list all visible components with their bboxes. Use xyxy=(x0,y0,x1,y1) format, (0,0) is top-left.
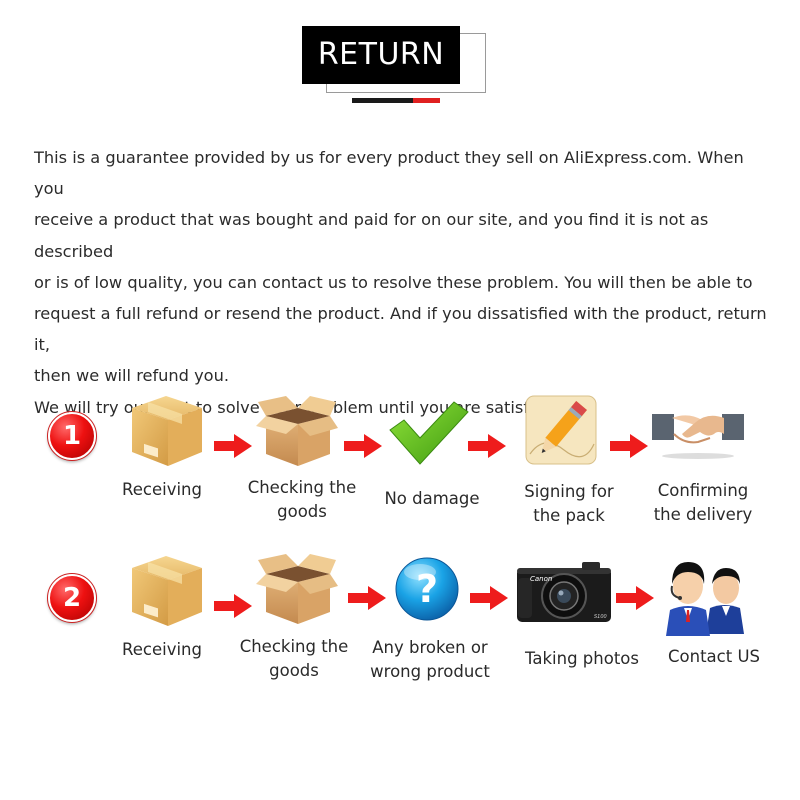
step-label: Receiving xyxy=(110,478,214,502)
guarantee-line: receive a product that was bought and pa… xyxy=(34,210,709,261)
step-label-line: Any broken or xyxy=(372,638,488,657)
step-label-line: No damage xyxy=(384,489,480,508)
support-agent-back xyxy=(706,568,744,634)
check-mark-icon xyxy=(389,401,469,465)
step-label: Taking photos xyxy=(514,647,650,671)
underline-dark-segment xyxy=(352,98,413,103)
step-label-line: Checking the xyxy=(239,637,349,656)
customer-support-icon xyxy=(666,562,744,636)
signing-pencil-icon xyxy=(525,395,597,465)
camera-icon: Canon S100 xyxy=(517,562,611,622)
step-label: Any broken or wrong product xyxy=(364,636,496,684)
step-label-line: goods xyxy=(269,661,319,680)
open-box-icon xyxy=(256,396,338,466)
support-agent-front xyxy=(666,562,710,636)
step-label-line: the pack xyxy=(533,506,605,525)
flow-arrow-icon xyxy=(468,434,506,458)
guarantee-line: then we will refund you. xyxy=(34,366,229,386)
flow-arrow-icon xyxy=(610,434,648,458)
header-title: RETURN xyxy=(302,26,460,84)
guarantee-line: This is a guarantee provided by us for e… xyxy=(34,148,744,199)
process-row-2: 2 ? Canon S100 xyxy=(0,548,800,698)
closed-box-icon xyxy=(132,396,202,466)
flow-arrow-icon xyxy=(214,434,252,458)
flow-arrow-icon xyxy=(616,586,654,610)
step-label-line: Confirming xyxy=(657,481,749,500)
step-number-badge: 2 xyxy=(47,573,97,623)
step-label-line: Receiving xyxy=(122,480,202,499)
flow-arrow-icon xyxy=(470,586,508,610)
flow-arrow-icon xyxy=(344,434,382,458)
step-label-line: wrong product xyxy=(370,662,490,681)
svg-text:?: ? xyxy=(416,567,438,611)
step-label-line: goods xyxy=(277,502,327,521)
flow-arrow-icon xyxy=(214,594,252,618)
step-number-badge: 1 xyxy=(47,411,97,461)
step-label-line: Contact US xyxy=(668,647,760,666)
guarantee-text: This is a guarantee provided by us for e… xyxy=(34,142,774,423)
step-label-line: Signing for xyxy=(524,482,614,501)
step-label: No damage xyxy=(374,487,490,511)
process-row-1: 1 xyxy=(0,390,800,540)
step-label-line: Receiving xyxy=(122,640,202,659)
step-label: Signing for the pack xyxy=(510,480,628,528)
question-mark-icon: ? xyxy=(395,557,459,621)
step-label: Confirming the delivery xyxy=(644,479,762,527)
camera-brand-text: Canon xyxy=(530,575,552,583)
step-label: Checking the goods xyxy=(238,476,366,524)
handshake-icon xyxy=(652,414,744,459)
flow-arrow-icon xyxy=(348,586,386,610)
guarantee-line: request a full refund or resend the prod… xyxy=(34,304,767,355)
guarantee-line: or is of low quality, you can contact us… xyxy=(34,272,753,292)
camera-model-text: S100 xyxy=(594,614,607,620)
step-label: Receiving xyxy=(110,638,214,662)
step-label-line: the delivery xyxy=(653,505,753,524)
underline-red-segment xyxy=(413,98,440,103)
step-label-line: Taking photos xyxy=(525,649,639,668)
closed-box-icon xyxy=(132,556,202,626)
return-header: RETURN xyxy=(302,26,486,102)
open-box-icon xyxy=(256,554,338,624)
step-label: Contact US xyxy=(656,645,772,669)
header-underline xyxy=(352,98,440,103)
step-label: Checking the goods xyxy=(230,635,358,683)
step-label-line: Checking the xyxy=(247,478,357,497)
